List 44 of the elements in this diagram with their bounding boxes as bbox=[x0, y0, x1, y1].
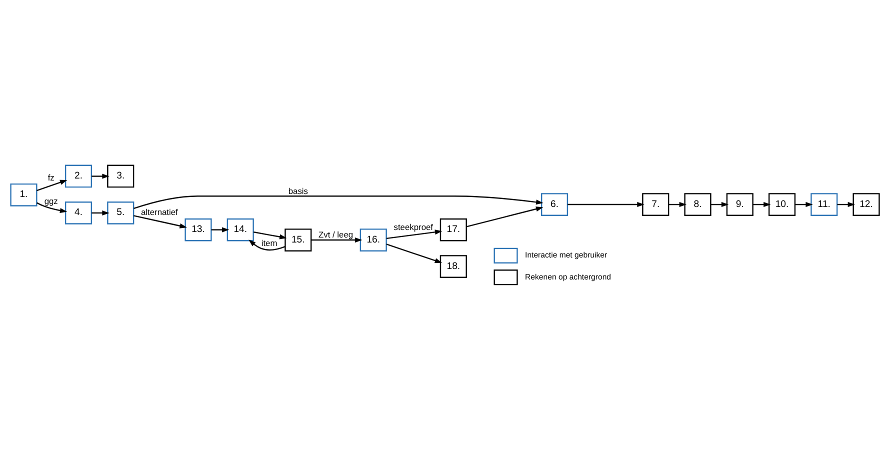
node-box: 1. bbox=[10, 182, 38, 206]
arrow bbox=[253, 230, 287, 239]
arrow bbox=[211, 226, 230, 232]
edge-label: steekproef bbox=[394, 221, 434, 232]
arrow bbox=[837, 202, 856, 207]
arrow bbox=[134, 214, 187, 228]
arrow bbox=[466, 206, 544, 227]
node-box: 9. bbox=[726, 192, 754, 216]
arrow bbox=[92, 210, 110, 215]
node-box: 2. bbox=[64, 164, 92, 188]
arrow bbox=[386, 229, 442, 239]
arrow bbox=[710, 202, 729, 207]
arrow bbox=[248, 239, 286, 250]
node-box: 10. bbox=[768, 192, 796, 216]
node-box: 8. bbox=[684, 192, 712, 216]
arrow bbox=[753, 202, 771, 207]
arrow bbox=[311, 237, 362, 242]
edge-label: basis bbox=[288, 185, 308, 196]
node-box: 18. bbox=[440, 254, 467, 278]
edge-label: alternatief bbox=[140, 206, 178, 216]
node-box: 11. bbox=[810, 192, 838, 216]
arrow bbox=[36, 202, 68, 213]
arrow bbox=[36, 179, 68, 191]
node-box: 5. bbox=[107, 201, 134, 224]
node-box: 13. bbox=[184, 218, 212, 241]
node-box: 3. bbox=[107, 164, 134, 188]
arrow bbox=[795, 202, 813, 207]
edge-label: Zvt / leeg bbox=[318, 229, 354, 240]
node-box: 7. bbox=[642, 192, 670, 216]
node-box: 12. bbox=[852, 192, 880, 216]
node-box: 6. bbox=[540, 192, 568, 216]
node-box: 15. bbox=[284, 228, 312, 251]
arrow bbox=[568, 202, 644, 207]
node-box: 16. bbox=[360, 228, 387, 251]
edge-label: fz bbox=[48, 172, 54, 182]
edge-label: ggz bbox=[44, 196, 58, 206]
edge-label: item bbox=[261, 238, 278, 248]
arrow bbox=[92, 173, 110, 178]
node-box: 14. bbox=[226, 218, 254, 241]
arrow bbox=[134, 195, 544, 208]
node-box: 17. bbox=[440, 218, 467, 241]
arrow bbox=[668, 202, 687, 207]
arrow bbox=[386, 243, 442, 263]
node-box: 4. bbox=[64, 201, 92, 224]
